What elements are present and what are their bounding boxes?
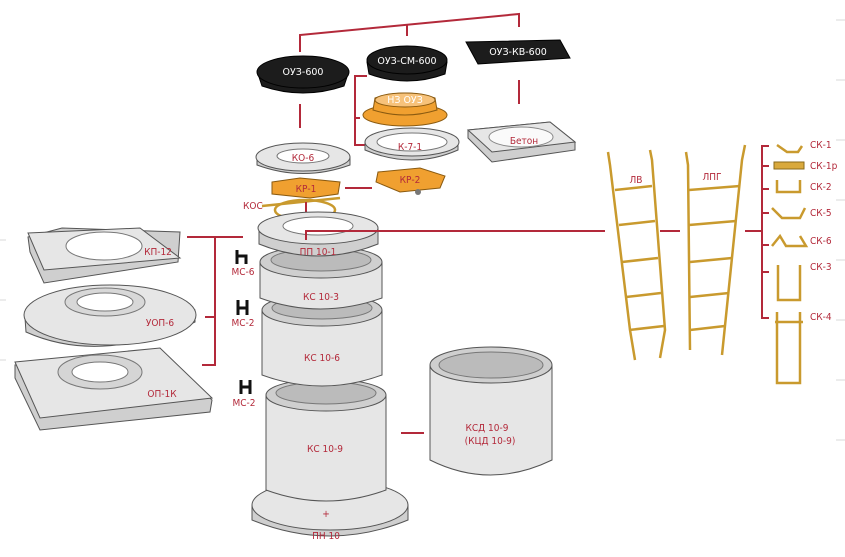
steps-group: СК-1 СК-1р СК-2 СК-5 СК-6 СК-3 СК-4 (761, 140, 838, 385)
step-label: СК-1 (810, 140, 832, 151)
step-label: СК-6 (810, 236, 832, 247)
ring-label: КС 10-3 (303, 292, 339, 303)
hatch-label: ОУЗ-СМ-600 (377, 56, 436, 67)
ring-label: КС 10-6 (304, 353, 340, 364)
step-label: СК-2 (810, 182, 832, 193)
step-label: СК-5 (810, 208, 832, 219)
plate-label: КР-2 (400, 175, 421, 186)
slab-label: ПП 10-1 (300, 247, 337, 258)
ring-nz-ouz: НЗ ОУЗ (362, 92, 448, 127)
plate-kr-2: КР-2 (375, 167, 446, 195)
slab-label: ПН 10 (312, 531, 340, 542)
plate-label: КР-1 (296, 184, 317, 195)
bracket-ms2-icon (239, 380, 252, 394)
plate-kr-1: КР-1 (271, 177, 341, 199)
hatch-label: ОУЗ-КВ-600 (489, 47, 547, 58)
ladder-label: ЛПГ (702, 172, 721, 183)
step-sk1-icon (776, 143, 804, 154)
bracket-label: МС-2 (232, 398, 255, 409)
ring-label: НЗ ОУЗ (387, 95, 423, 106)
step-label: СК-1р (810, 161, 838, 172)
ladder-lpg: ЛПГ (684, 144, 747, 356)
step-sk3-icon (776, 265, 802, 302)
edge-ticks (0, 19, 845, 441)
ring-label: КС 10-9 (307, 444, 343, 455)
ms-brackets: МС-6 МС-2 МС-2 (231, 250, 256, 409)
ring-ko-6: КО-6 (255, 142, 351, 174)
hatch-ouz-kv-600: ОУЗ-КВ-600 (465, 39, 571, 65)
frame-label: Бетон (510, 136, 538, 147)
hatch-connector (299, 12, 520, 189)
hatch-ouz-sm-600: ОУЗ-СМ-600 (366, 45, 448, 82)
bracket-ms2-icon (236, 300, 249, 315)
ladder-lv: ЛВ (606, 149, 667, 361)
ring-k-7-1: К-7-1 (364, 127, 460, 161)
ladder-connector (305, 230, 605, 240)
slab-label: УОП-6 (146, 318, 175, 329)
step-sk6-icon (771, 233, 809, 248)
bracket-ms6-icon (235, 250, 248, 264)
step-label: СК-4 (810, 312, 832, 323)
ring-label: КОС (243, 201, 263, 212)
step-label: СК-3 (810, 262, 832, 273)
ring-label-alt: (КЦД 10-9) (465, 436, 516, 447)
slab-label: ОП-1К (147, 389, 177, 400)
ring-label: КО-6 (292, 153, 315, 164)
step-sk4-icon (775, 312, 803, 385)
ring-ksd-10-9: КСД 10-9 (КЦД 10-9) (401, 346, 553, 476)
ladder-label: ЛВ (630, 175, 643, 186)
bracket-label: МС-6 (231, 267, 254, 278)
ring-label: КСД 10-9 (466, 423, 509, 434)
ring-label: К-7-1 (398, 142, 422, 153)
hatch-ouz-600: ОУЗ-600 (256, 55, 350, 94)
hatch-label: ОУЗ-600 (283, 67, 324, 78)
step-sk1r-icon (773, 161, 805, 170)
bracket-label: МС-2 (231, 318, 254, 329)
step-sk5-icon (771, 207, 807, 220)
center-mark: + (322, 509, 330, 520)
main-column: КС 10-9 + ПН 10 КС 10-6 КС 10-3 ПП 10-1 (251, 211, 409, 542)
step-sk2-icon (775, 180, 802, 194)
left-group: КП-12 УОП-6 ОП-1К (14, 227, 243, 431)
slab-label: КП-12 (144, 247, 172, 258)
frame-beton: Бетон (466, 121, 577, 163)
